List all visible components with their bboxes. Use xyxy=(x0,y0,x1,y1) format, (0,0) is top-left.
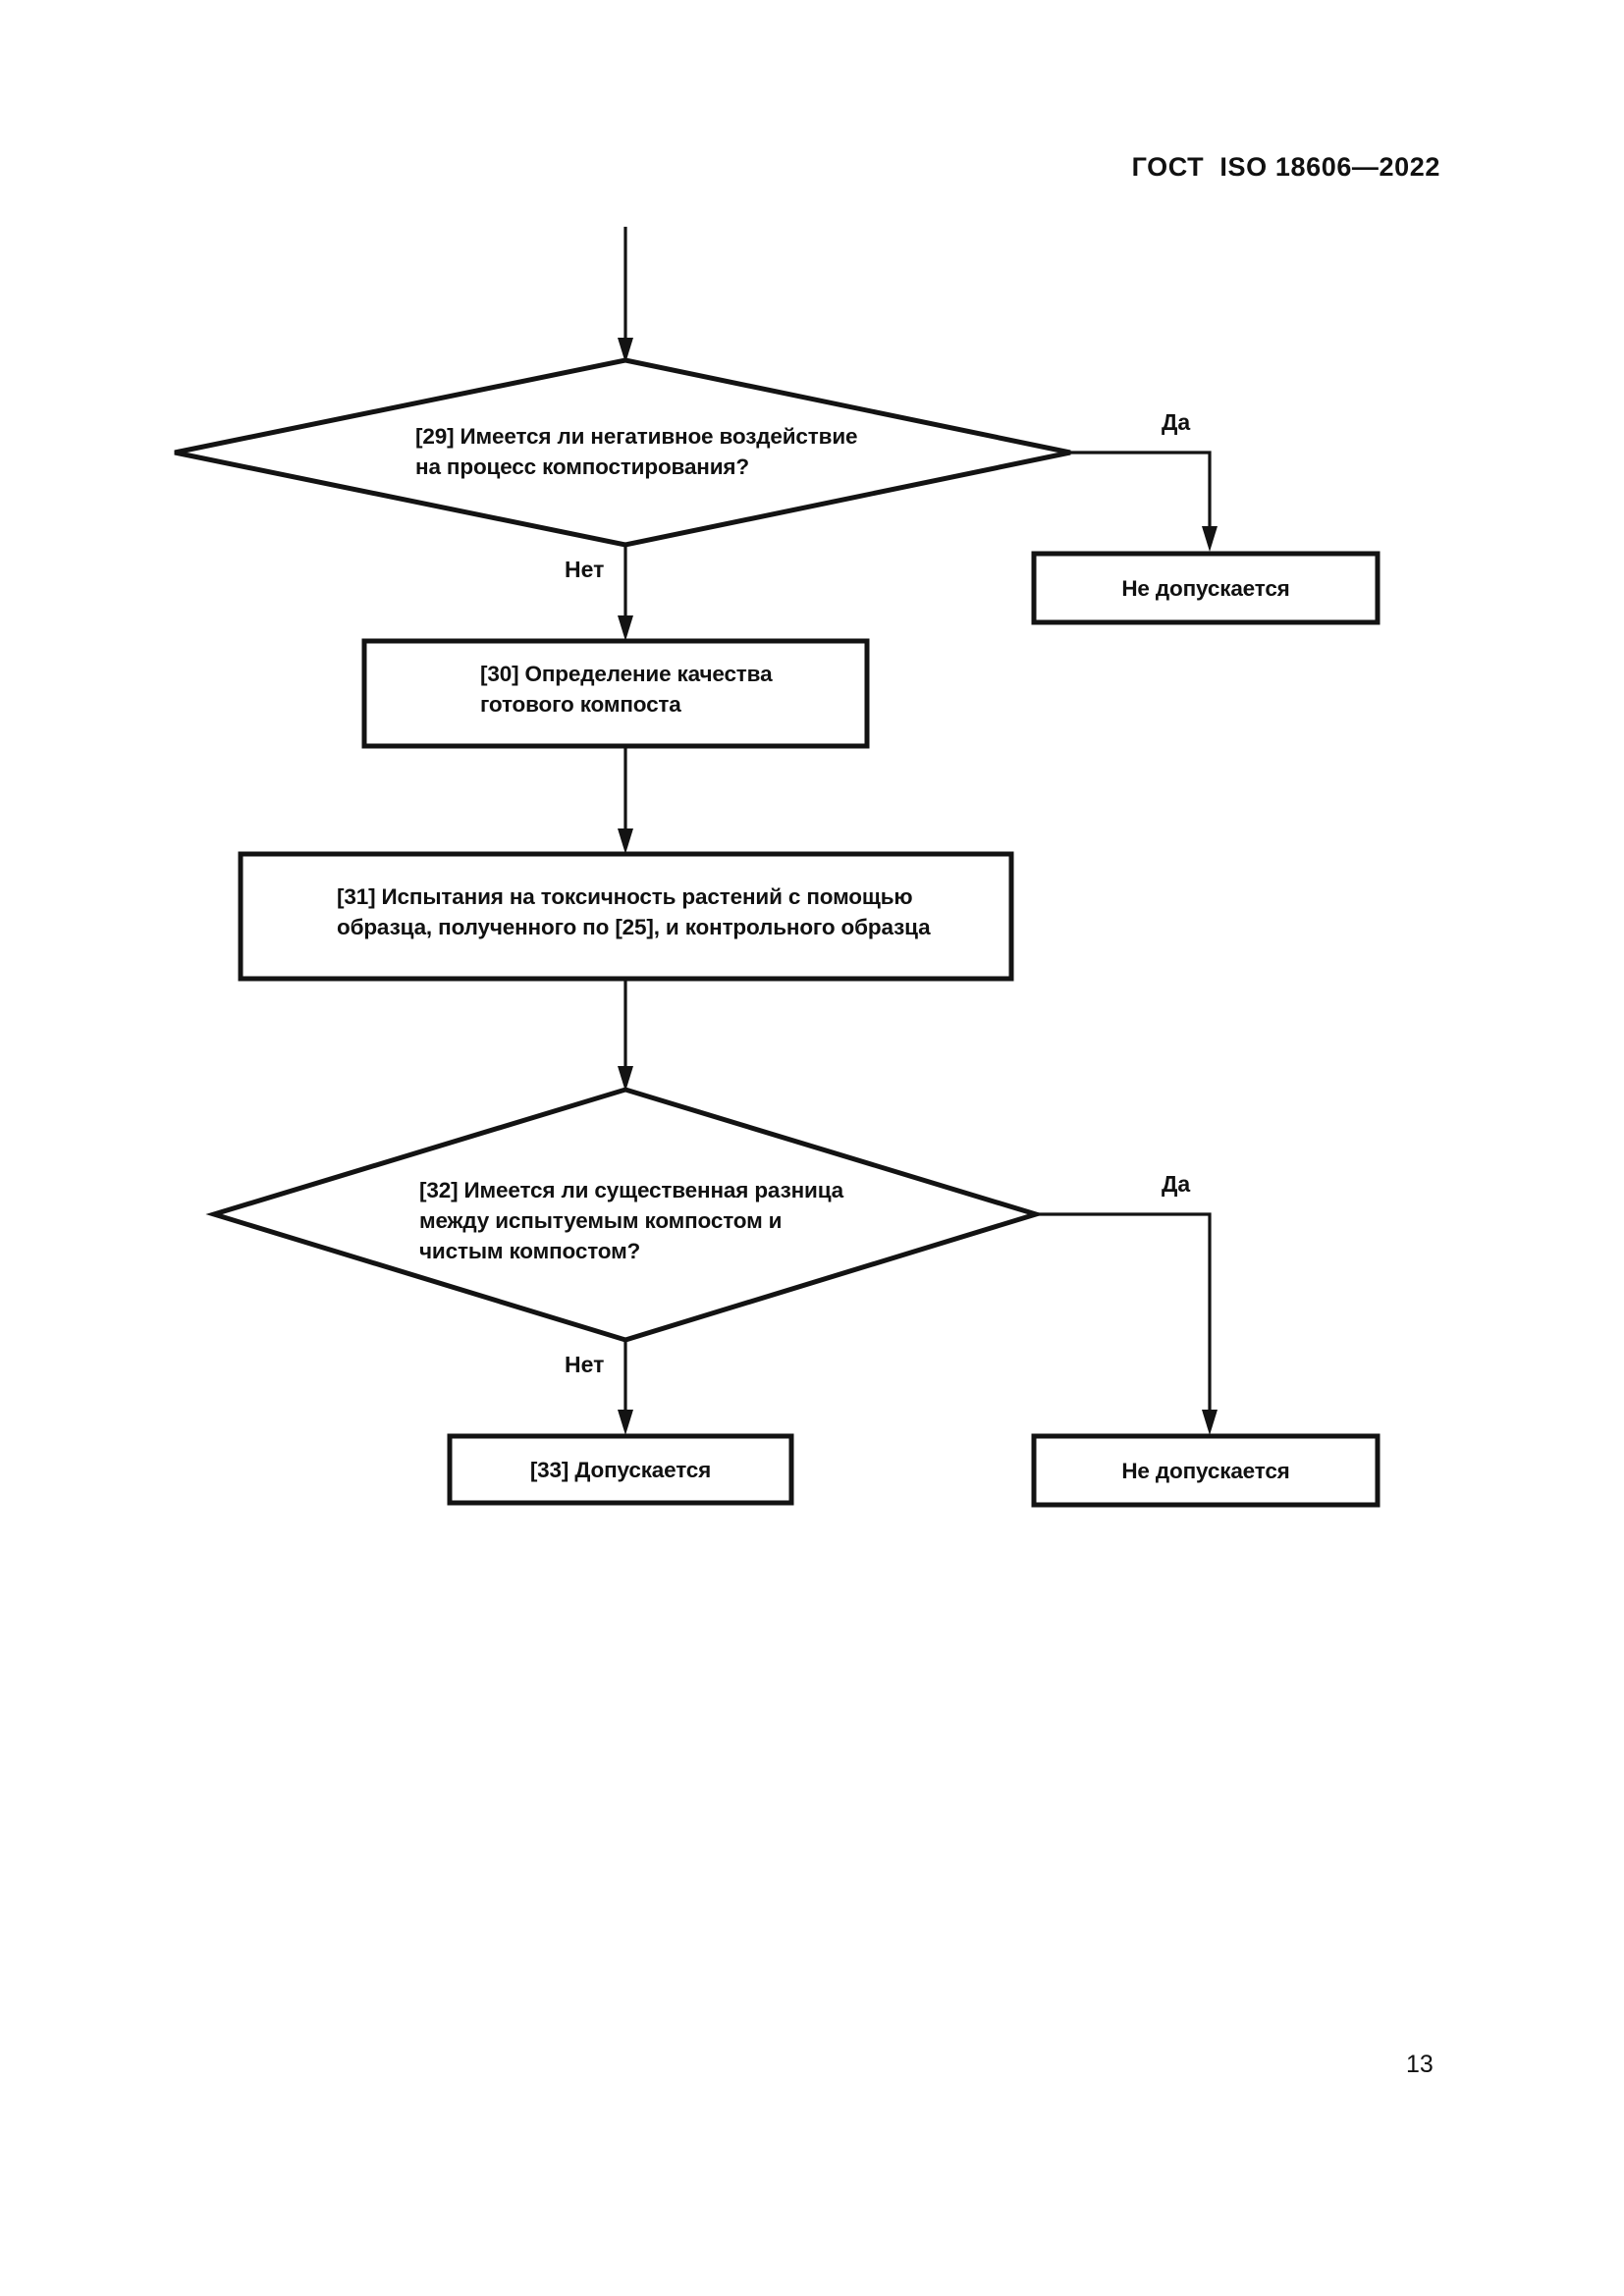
decision-29-diamond xyxy=(174,357,1071,548)
edge-label-32-yes: Да xyxy=(1162,1171,1190,1197)
process-30-line1: [30] Определение качества xyxy=(480,662,773,686)
process-30-box xyxy=(361,638,870,749)
process-31-line1: [31] Испытания на токсичность растений с… xyxy=(337,884,912,909)
decision-29-line2: на процесс компостирования? xyxy=(415,454,749,479)
edge-label-29-no: Нет xyxy=(565,557,604,582)
decision-29-line1: [29] Имеется ли негативное воздействие xyxy=(415,424,857,449)
page-number: 13 xyxy=(1406,2051,1434,2078)
arrowhead-icon xyxy=(618,1066,633,1092)
arrowhead-icon xyxy=(618,1410,633,1435)
reject-bottom-label: Не допускается xyxy=(1121,1459,1289,1483)
reject-top-label: Не допускается xyxy=(1121,576,1289,601)
accept-33-box xyxy=(447,1433,794,1506)
edge-29-yes: Да xyxy=(1070,409,1218,552)
node-process-30[interactable]: [30] Определение качества готового компо… xyxy=(361,638,870,749)
process-30-line2: готового компоста xyxy=(480,692,681,717)
edge-30-to-31 xyxy=(618,746,633,854)
decision-32-line3: чистым компостом? xyxy=(419,1239,640,1263)
node-reject-top[interactable]: Не допускается xyxy=(1031,551,1380,625)
edge-label-32-no: Нет xyxy=(565,1352,604,1377)
process-31-line2: образца, полученного по [25], и контроль… xyxy=(337,915,931,939)
arrowhead-icon xyxy=(618,338,633,363)
reject-bottom-box xyxy=(1031,1433,1380,1508)
edge-incoming-top xyxy=(618,227,633,363)
document-header-standard-number: ГОСТ ISO 18606—2022 xyxy=(1131,152,1440,182)
node-decision-29[interactable]: [29] Имеется ли негативное воздействие н… xyxy=(174,357,1071,548)
arrowhead-icon xyxy=(1202,526,1218,552)
node-decision-32[interactable]: [32] Имеется ли существенная разница меж… xyxy=(205,1087,1045,1343)
arrowhead-icon xyxy=(618,828,633,854)
accept-33-label: [33] Допускается xyxy=(530,1458,711,1482)
edge-31-to-32 xyxy=(618,979,633,1092)
node-process-31[interactable]: [31] Испытания на токсичность растений с… xyxy=(238,851,1014,982)
decision-32-line1: [32] Имеется ли существенная разница xyxy=(419,1178,844,1202)
arrowhead-icon xyxy=(1202,1410,1218,1435)
edge-29-no: Нет xyxy=(565,545,633,641)
edge-32-yes: Да xyxy=(1036,1171,1218,1435)
node-reject-bottom[interactable]: Не допускается xyxy=(1031,1433,1380,1508)
edge-label-29-yes: Да xyxy=(1162,409,1190,435)
node-accept-33[interactable]: [33] Допускается xyxy=(447,1433,794,1506)
edge-32-no: Нет xyxy=(565,1340,633,1435)
decision-32-line2: между испытуемым компостом и xyxy=(419,1208,782,1233)
reject-top-box xyxy=(1031,551,1380,625)
arrowhead-icon xyxy=(618,615,633,641)
